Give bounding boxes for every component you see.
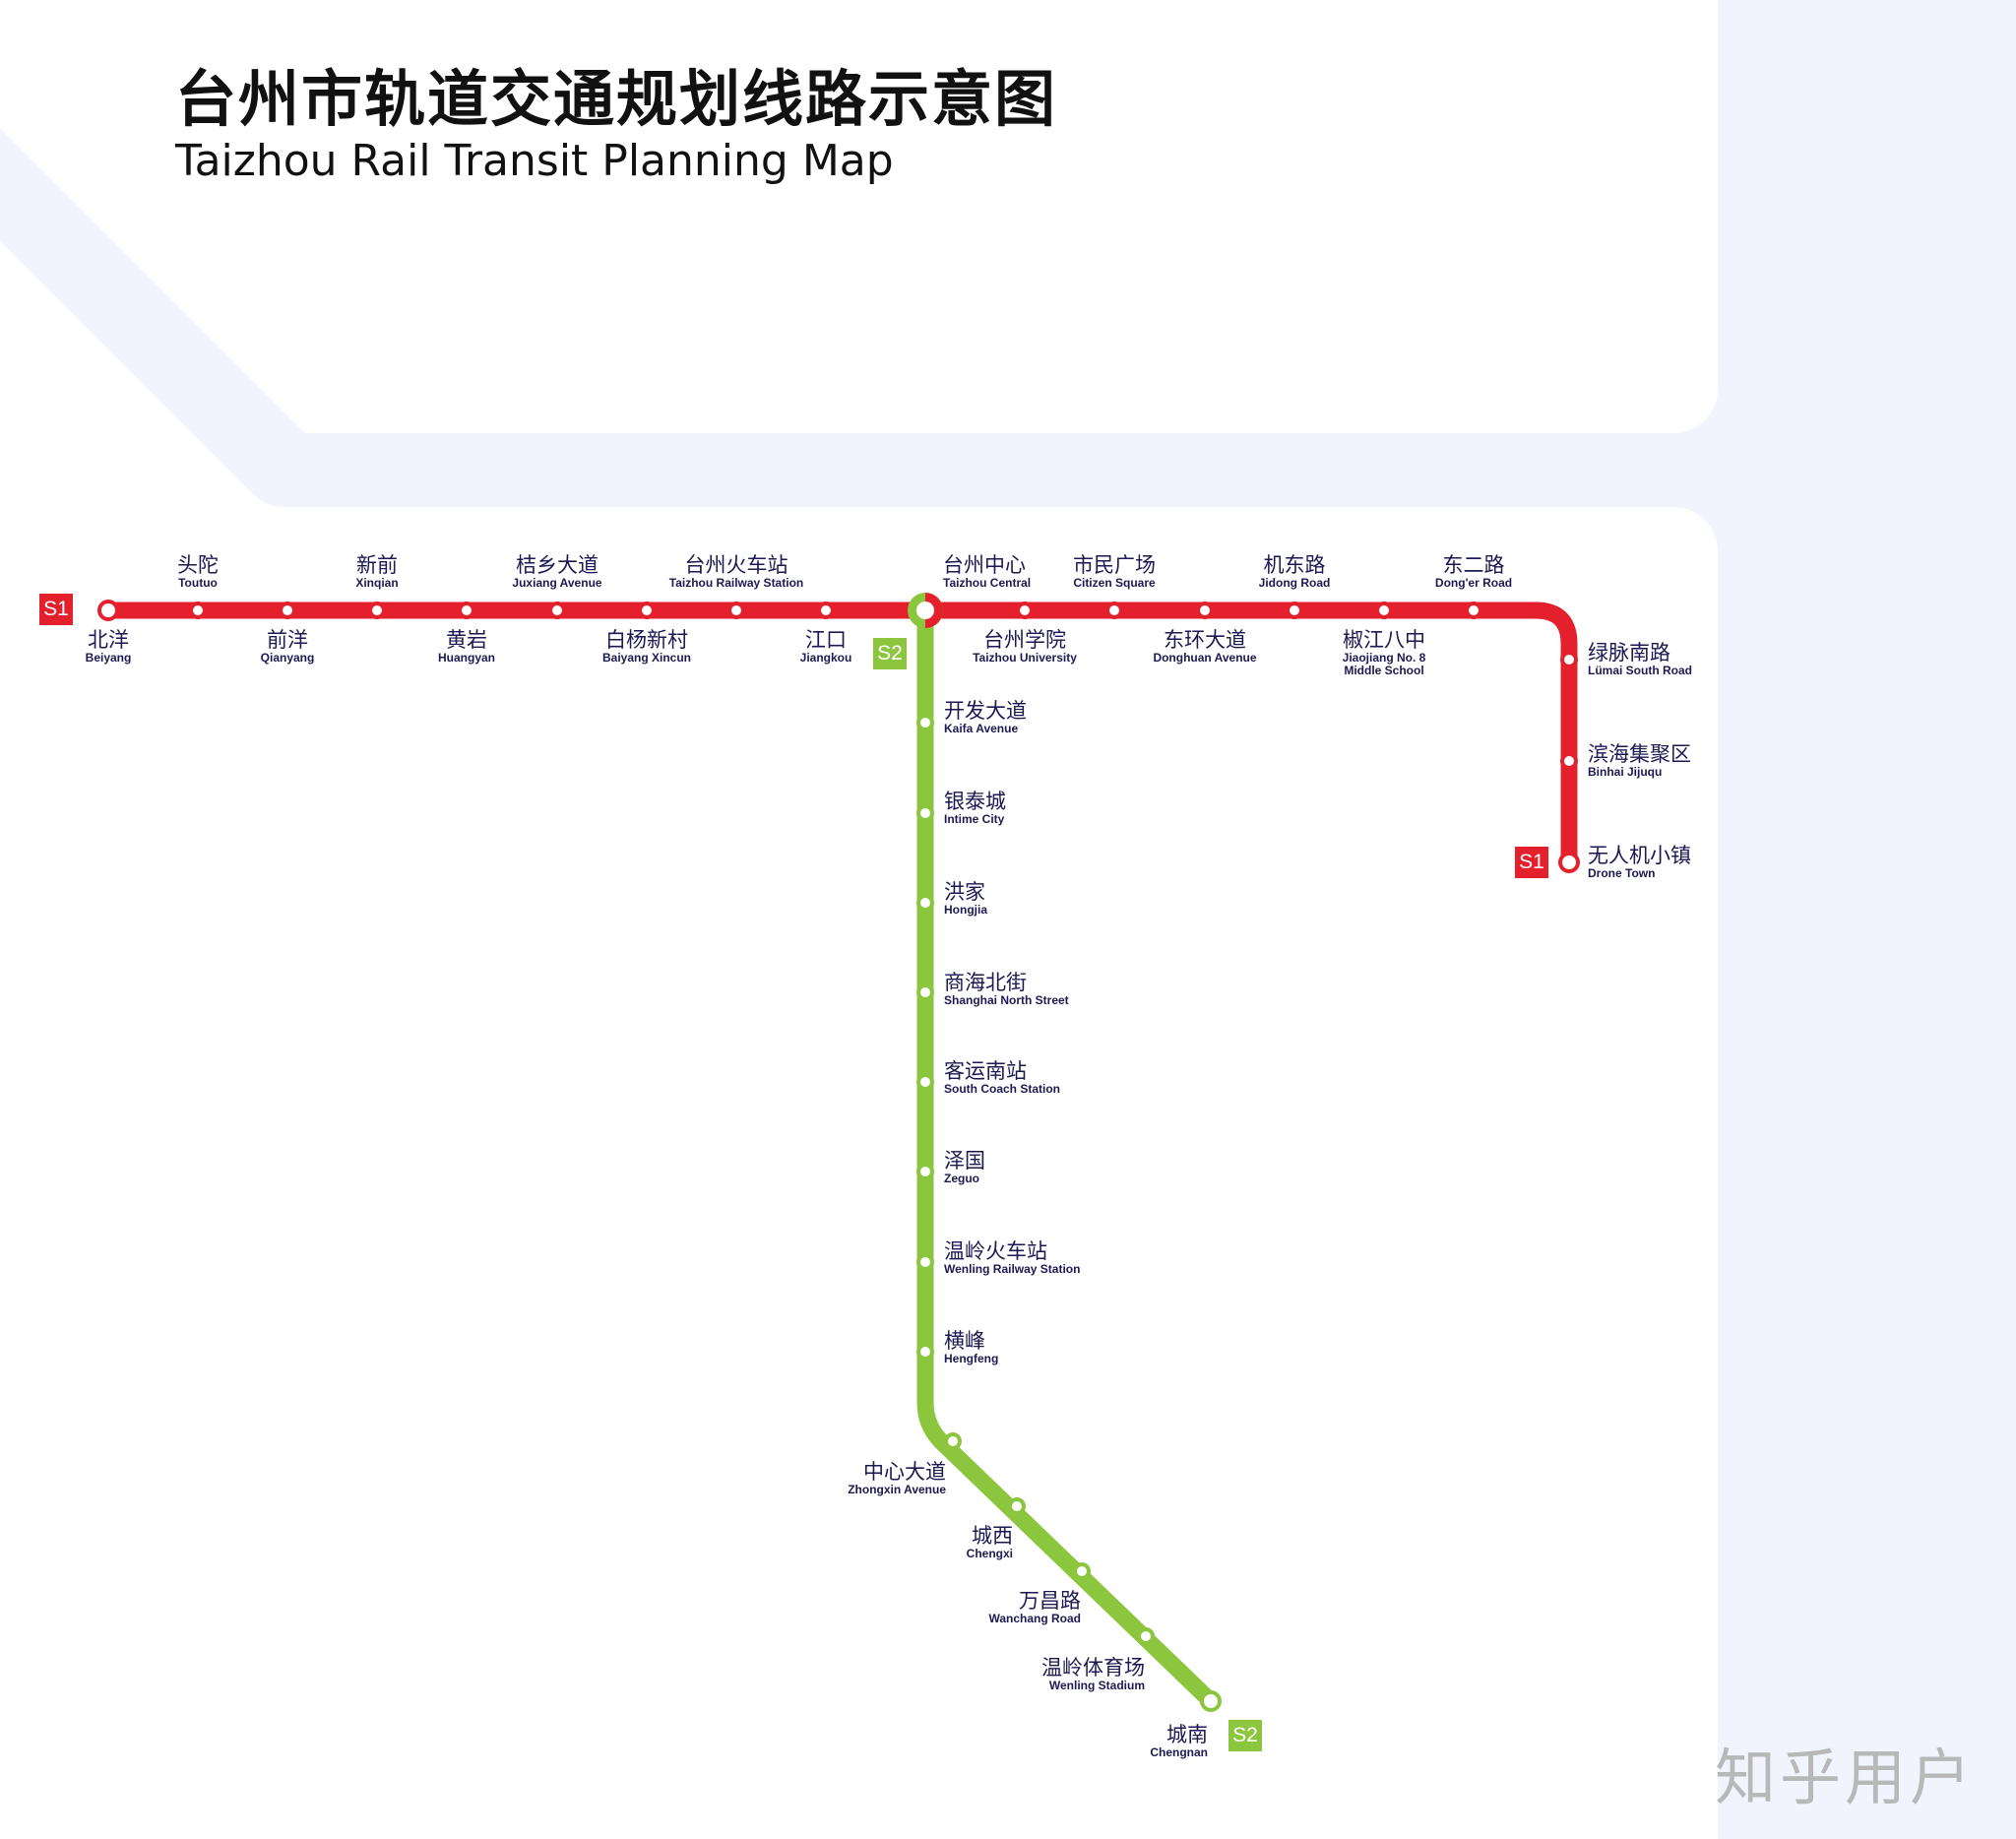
station-dot-hongjia bbox=[916, 894, 934, 912]
station-dot-lumai-south-road bbox=[1560, 651, 1578, 668]
station-dot-donger-road bbox=[1465, 602, 1482, 619]
station-dot-chengnan bbox=[1200, 1690, 1222, 1712]
station-dot-jiaojiang-no8 bbox=[1375, 602, 1393, 619]
station-dot-toutuo bbox=[189, 602, 207, 619]
station-label-qianyang: 前洋 Qianyang bbox=[260, 628, 315, 665]
station-dot-taizhou-university bbox=[1016, 602, 1034, 619]
station-label-jiaojiang-no8: 椒江八中 Jiaojiang No. 8 Middle School bbox=[1342, 628, 1426, 677]
interchange-taizhou-central bbox=[908, 593, 943, 628]
station-dot-south-coach-station bbox=[916, 1073, 934, 1091]
watermark: 知乎用户 bbox=[1715, 1742, 1976, 1813]
station-dot-donghuan-avenue bbox=[1196, 602, 1214, 619]
station-label-taizhou-university: 台州学院 Taizhou University bbox=[973, 628, 1077, 665]
station-label-drone-town: 无人机小镇 Drone Town bbox=[1588, 844, 1691, 880]
station-dot-zeguo bbox=[916, 1163, 934, 1180]
station-dot-hengfeng bbox=[916, 1343, 934, 1361]
station-label-zhongxin-avenue: 中心大道 Zhongxin Avenue bbox=[848, 1460, 946, 1496]
station-label-baiyang-xincun: 白杨新村 Baiyang Xincun bbox=[601, 628, 692, 665]
station-label-wenling-stadium: 温岭体育场 Wenling Stadium bbox=[1041, 1656, 1145, 1692]
station-dot-binhai-jijuqu bbox=[1560, 752, 1578, 770]
station-dot-intime-city bbox=[916, 804, 934, 822]
station-dot-citizen-square bbox=[1105, 602, 1123, 619]
station-label-wenling-railway-station: 温岭火车站 Wenling Railway Station bbox=[944, 1239, 1081, 1276]
station-label-taizhou-central: 台州中心 Taizhou Central bbox=[943, 553, 1032, 590]
s1-badge-end: S1 bbox=[1515, 847, 1548, 878]
station-dot-juxiang-avenue bbox=[548, 602, 566, 619]
s2-badge-start: S2 bbox=[873, 638, 907, 669]
station-dot-huangyan bbox=[458, 602, 475, 619]
station-label-south-coach-station: 客运南站 South Coach Station bbox=[944, 1059, 1060, 1096]
map-subtitle: Taizhou Rail Transit Planning Map bbox=[175, 136, 894, 186]
station-label-huangyan: 黄岩 Huangyan bbox=[437, 628, 496, 665]
station-dot-shanghai-north-street bbox=[916, 983, 934, 1001]
s1-line bbox=[99, 602, 1578, 871]
station-dot-wenling-stadium bbox=[1137, 1627, 1155, 1645]
station-dot-zhongxin-avenue bbox=[944, 1432, 962, 1450]
station-label-taizhou-railway-station: 台州火车站 Taizhou Railway Station bbox=[668, 553, 804, 590]
station-label-chengnan: 城南 Chengnan bbox=[1150, 1723, 1208, 1759]
s1-badge-start: S1 bbox=[39, 594, 73, 625]
station-label-hongjia: 洪家 Hongjia bbox=[944, 880, 987, 917]
station-label-wanchang-road: 万昌路 Wanchang Road bbox=[988, 1589, 1081, 1625]
station-dot-drone-town bbox=[1558, 852, 1580, 873]
station-dot-jiangkou bbox=[817, 602, 835, 619]
station-label-kaifa-avenue: 开发大道 Kaifa Avenue bbox=[944, 699, 1027, 735]
station-dot-qianyang bbox=[279, 602, 296, 619]
station-dot-wanchang-road bbox=[1073, 1562, 1091, 1580]
station-label-donghuan-avenue: 东环大道 Donghuan Avenue bbox=[1153, 628, 1257, 665]
station-label-juxiang-avenue: 桔乡大道 Juxiang Avenue bbox=[512, 553, 602, 590]
station-label-xinqian: 新前 Xinqian bbox=[355, 553, 399, 590]
station-label-shanghai-north-street: 商海北街 Shanghai North Street bbox=[944, 971, 1069, 1007]
station-label-jidong-road: 机东路 Jidong Road bbox=[1258, 553, 1331, 590]
station-label-beiyang: 北洋 Beiyang bbox=[85, 628, 132, 665]
station-dot-kaifa-avenue bbox=[916, 714, 934, 731]
station-label-jiangkou: 江口 Jiangkou bbox=[799, 628, 852, 665]
station-dot-chengxi bbox=[1008, 1497, 1026, 1515]
station-dot-beiyang bbox=[97, 600, 119, 621]
station-label-intime-city: 银泰城 Intime City bbox=[944, 790, 1006, 826]
map-title: 台州市轨道交通规划线路示意图 bbox=[175, 63, 1058, 135]
station-label-chengxi: 城西 Chengxi bbox=[966, 1524, 1013, 1560]
station-label-zeguo: 泽国 Zeguo bbox=[944, 1149, 985, 1185]
station-label-citizen-square: 市民广场 Citizen Square bbox=[1073, 553, 1156, 590]
station-dot-wenling-railway-station bbox=[916, 1253, 934, 1271]
station-dot-jidong-road bbox=[1286, 602, 1303, 619]
s2-badge-end: S2 bbox=[1228, 1720, 1262, 1751]
station-dot-taizhou-railway-station bbox=[727, 602, 745, 619]
station-label-toutuo: 头陀 Toutuo bbox=[177, 553, 219, 590]
station-label-hengfeng: 横峰 Hengfeng bbox=[944, 1329, 999, 1365]
station-label-lumai-south-road: 绿脉南路 Lümai South Road bbox=[1588, 641, 1692, 677]
station-label-donger-road: 东二路 Dong'er Road bbox=[1434, 553, 1513, 590]
station-dot-xinqian bbox=[368, 602, 386, 619]
station-dot-baiyang-xincun bbox=[638, 602, 656, 619]
station-label-binhai-jijuqu: 滨海集聚区 Binhai Jijuqu bbox=[1588, 742, 1691, 779]
